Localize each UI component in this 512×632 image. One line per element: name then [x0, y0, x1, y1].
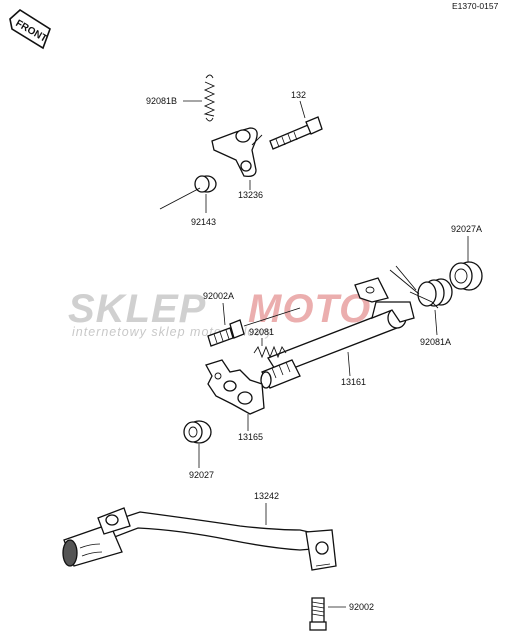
label-92081A: 92081A [420, 337, 451, 347]
bracket-13236 [211, 127, 263, 178]
collar-92027 [183, 420, 212, 444]
shift-shaft-13161 [260, 277, 415, 389]
collar-92143 [159, 175, 217, 210]
label-13242: 13242 [254, 491, 279, 501]
label-13165: 13165 [238, 432, 263, 442]
label-92002A: 92002A [203, 291, 234, 301]
watermark: SKLEP MOTO internetowy sklep motocyklowy [68, 287, 371, 339]
shift-plate-13165 [205, 359, 265, 415]
bolt-92002A [207, 307, 301, 347]
label-92027: 92027 [189, 470, 214, 480]
reference-code: E1370-0157 [452, 1, 499, 11]
watermark-brand-left: SKLEP [68, 287, 206, 331]
label-13236: 13236 [238, 190, 263, 200]
front-arrow: FRONT [9, 8, 51, 50]
spring-92081B [203, 74, 216, 122]
leader-92081A [434, 309, 438, 336]
label-13161: 13161 [341, 377, 366, 387]
label-132: 132 [291, 90, 306, 100]
spring-92081 [253, 345, 287, 359]
label-92081B: 92081B [146, 96, 177, 106]
label-92002: 92002 [349, 602, 374, 612]
collar-92027A [449, 261, 483, 291]
leader-132 [299, 100, 306, 119]
watermark-brand-right: MOTO [248, 287, 371, 331]
shift-lever-13242 [62, 507, 337, 571]
bolt-132 [269, 116, 323, 150]
label-92143: 92143 [191, 217, 216, 227]
leader-13161 [347, 351, 351, 377]
label-92027A: 92027A [451, 224, 482, 234]
label-92081: 92081 [249, 327, 274, 337]
spring-92081A [389, 265, 453, 309]
bolt-92002 [309, 597, 327, 631]
leader-92002A [222, 302, 226, 326]
